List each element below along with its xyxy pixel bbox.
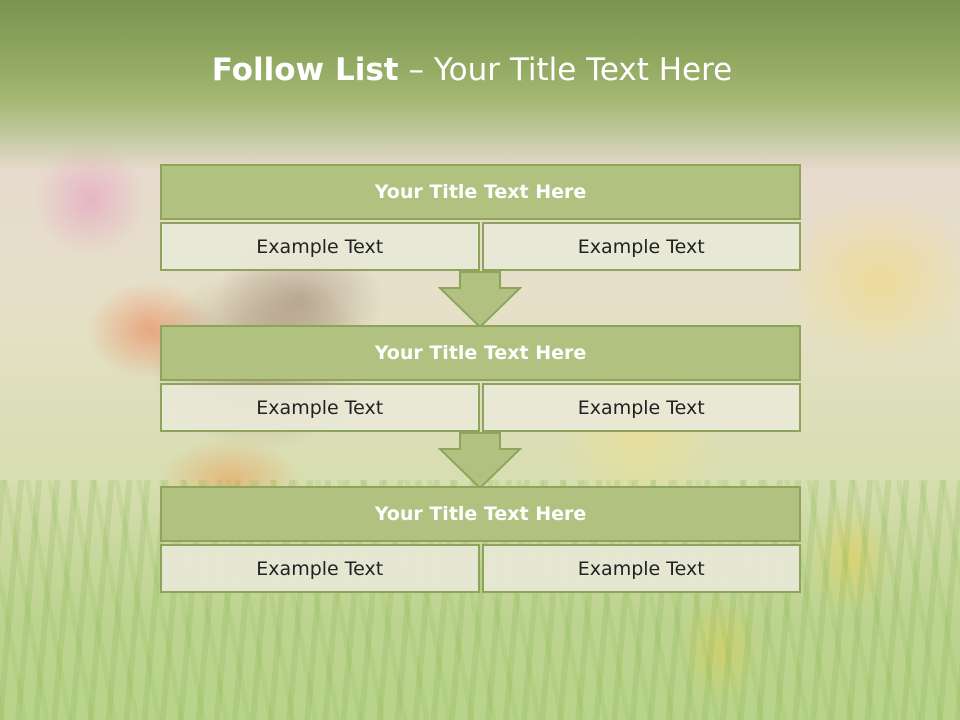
block-title: Your Title Text Here	[160, 164, 801, 220]
block-row: Example Text Example Text	[160, 383, 801, 432]
block-cell-left: Example Text	[160, 222, 480, 271]
block-cell-left: Example Text	[160, 383, 480, 432]
block-row: Example Text Example Text	[160, 544, 801, 593]
slide-title-bold: Follow List	[211, 52, 399, 88]
slide-title-rest: – Your Title Text Here	[398, 52, 733, 88]
block-title: Your Title Text Here	[160, 486, 801, 542]
block-cell-right: Example Text	[481, 544, 801, 593]
down-arrow-icon	[438, 432, 522, 490]
block-cell-left: Example Text	[160, 544, 480, 593]
block-cell-right: Example Text	[481, 222, 801, 271]
block-row: Example Text Example Text	[160, 222, 801, 271]
down-arrow-icon	[438, 271, 522, 329]
block-title: Your Title Text Here	[160, 325, 801, 381]
header-band	[0, 0, 960, 170]
slide-title: Follow List – Your Title Text Here	[0, 52, 944, 88]
block-cell-right: Example Text	[481, 383, 801, 432]
follow-block-3: Your Title Text Here Example Text Exampl…	[160, 486, 801, 593]
follow-block-1: Your Title Text Here Example Text Exampl…	[160, 164, 801, 271]
follow-block-2: Your Title Text Here Example Text Exampl…	[160, 325, 801, 432]
